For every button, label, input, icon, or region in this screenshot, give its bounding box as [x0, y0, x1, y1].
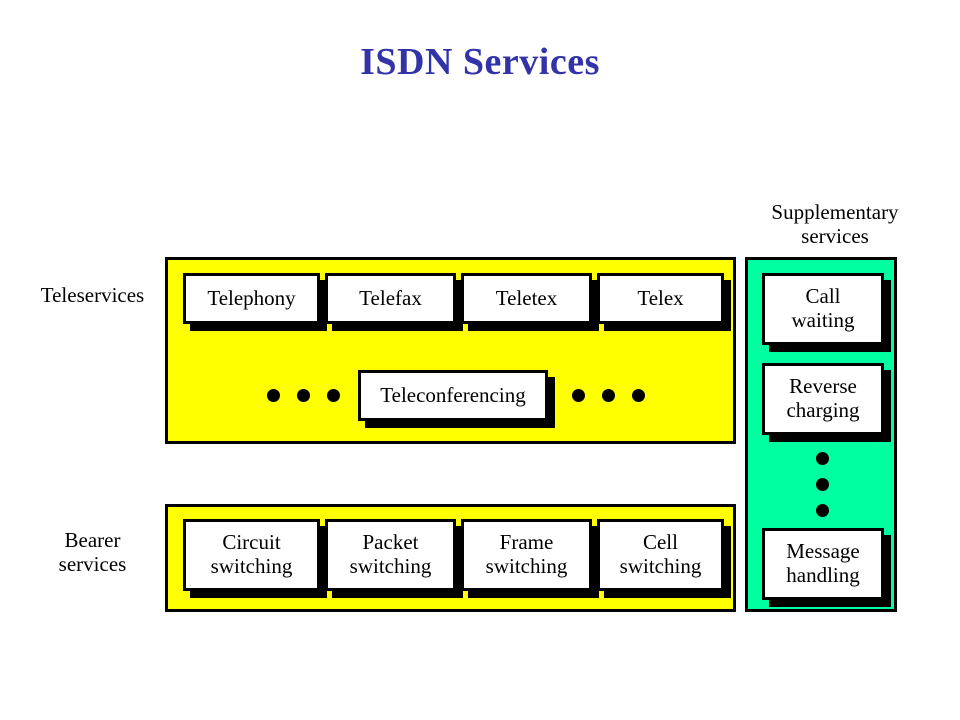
- supplementary-services-label: Supplementary services: [771, 200, 899, 249]
- supplementary-services-panel: Call waiting Reverse charging Message ha…: [745, 257, 897, 612]
- dot-icon: [632, 389, 645, 402]
- teleservices-label: Teleservices: [40, 283, 145, 307]
- teleservices-panel: Telephony Telefax Teletex Telex Teleconf…: [165, 257, 736, 444]
- service-box-telefax[interactable]: Telefax: [325, 273, 456, 324]
- dot-icon: [602, 389, 615, 402]
- service-box-packet-switching[interactable]: Packet switching: [325, 519, 456, 591]
- service-box-reverse-charging[interactable]: Reverse charging: [762, 363, 884, 435]
- dot-icon: [816, 452, 829, 465]
- service-box-teleconferencing[interactable]: Teleconferencing: [358, 370, 548, 421]
- page-title: ISDN Services: [360, 41, 600, 83]
- bearer-services-label: Bearer services: [58, 528, 127, 577]
- service-box-frame-switching[interactable]: Frame switching: [461, 519, 592, 591]
- service-box-call-waiting[interactable]: Call waiting: [762, 273, 884, 345]
- bearer-services-panel: Circuit switching Packet switching Frame…: [165, 504, 736, 612]
- dot-icon: [572, 389, 585, 402]
- dot-icon: [816, 478, 829, 491]
- service-box-telex[interactable]: Telex: [597, 273, 724, 324]
- dot-icon: [816, 504, 829, 517]
- service-box-message-handling[interactable]: Message handling: [762, 528, 884, 600]
- service-box-telephony[interactable]: Telephony: [183, 273, 320, 324]
- service-box-teletex[interactable]: Teletex: [461, 273, 592, 324]
- dot-icon: [297, 389, 310, 402]
- service-box-circuit-switching[interactable]: Circuit switching: [183, 519, 320, 591]
- ellipsis-dots-right: [572, 389, 645, 402]
- dot-icon: [327, 389, 340, 402]
- dot-icon: [267, 389, 280, 402]
- ellipsis-dots-vertical: [816, 452, 829, 517]
- ellipsis-dots-left: [267, 389, 340, 402]
- service-box-cell-switching[interactable]: Cell switching: [597, 519, 724, 591]
